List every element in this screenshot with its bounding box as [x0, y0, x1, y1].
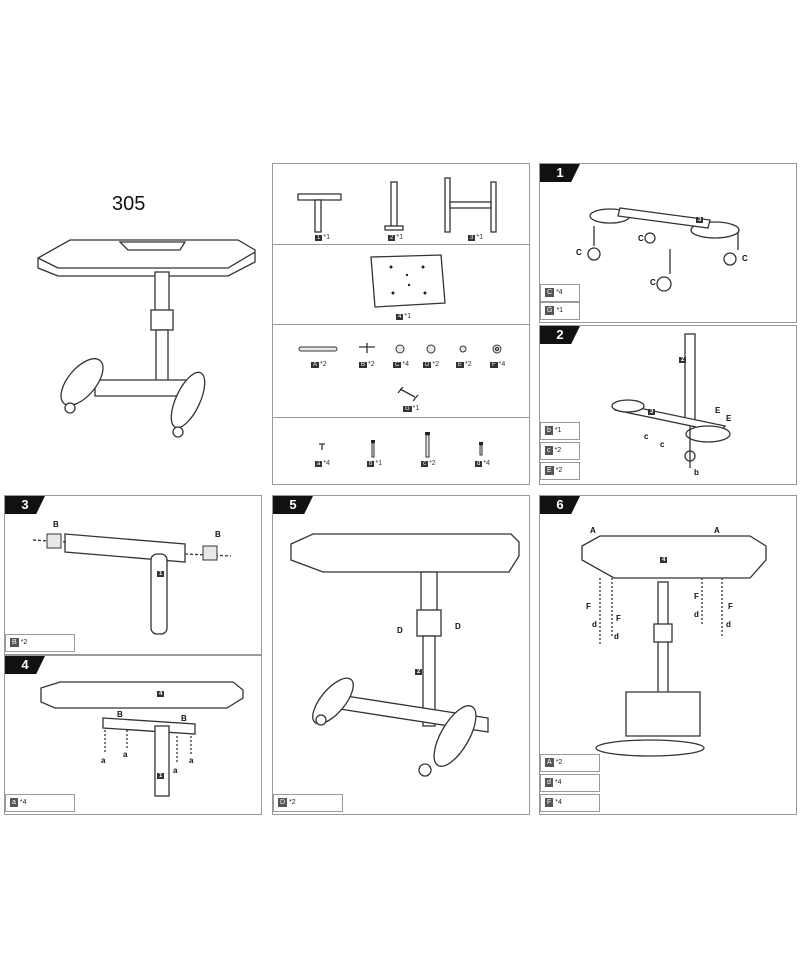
step-2-label-e2: E: [726, 414, 732, 423]
step-6-label-f3: F: [694, 592, 699, 601]
step-6-label-f1: F: [586, 602, 591, 611]
step-1-label-c1: C: [576, 248, 582, 257]
step-1-label-c2: C: [638, 234, 644, 243]
step-1-number: 1: [540, 164, 580, 182]
hardware-G-label: G*1: [403, 405, 420, 412]
step-5-panel: 5 2 D D D*2: [272, 495, 530, 815]
step-4-panel: 4 4 1 B B a a a a a*4: [4, 655, 262, 815]
step-6-label-f4: F: [728, 602, 733, 611]
step-5-part-2: 2: [415, 669, 423, 675]
part-3-label: 3*1: [468, 234, 483, 241]
step-2-number: 2: [540, 326, 580, 344]
step-5-label-d2: D: [455, 622, 461, 631]
hardware-B-label: B*2: [359, 361, 375, 368]
step-3-material-B: B*2: [5, 634, 75, 652]
step-3-part-1: 1: [157, 571, 165, 577]
step-2-label-b: b: [694, 468, 699, 477]
step-6-label-d1: d: [592, 620, 597, 629]
step-6-number: 6: [540, 496, 580, 514]
step-1-part-3: 3: [696, 217, 704, 223]
step-5-material-D: D*2: [273, 794, 343, 812]
step-1-material-G: G*1: [540, 302, 580, 320]
step-4-label-b1: B: [117, 710, 123, 719]
step-4-label-b2: B: [181, 714, 187, 723]
step-6-label-a2: A: [714, 526, 720, 535]
step-2-part-2: 2: [679, 357, 687, 363]
screw-b-label: b*1: [367, 460, 382, 467]
step-2-panel: 2 2 3 E E c c b b*1 c*2 E*2: [539, 325, 797, 485]
hardware-D-label: D*2: [423, 361, 439, 368]
step-6-part-4: 4: [660, 557, 668, 563]
step-6-material-d: d*4: [540, 774, 600, 792]
step-4-label-a4: a: [189, 756, 194, 765]
step-4-part-1: 1: [157, 773, 165, 779]
step-6-label-d4: d: [726, 620, 731, 629]
parts-panel: 1*1 2*1 3*1 4*1 A*2 B*2 C*4 D*2 E*2 F*4 …: [272, 163, 530, 485]
step-2-part-3: 3: [648, 409, 656, 415]
step-1-panel: 1 C C C C 3 C*4 G*1: [539, 163, 797, 323]
step-6-material-F: F*4: [540, 794, 600, 812]
step-3-number: 3: [5, 496, 45, 514]
part-2-label: 2*1: [388, 234, 403, 241]
model-number: 305: [112, 193, 146, 215]
screw-d-label: d*4: [475, 460, 490, 467]
step-2-material-E: E*2: [540, 462, 580, 480]
step-2-material-b: b*1: [540, 422, 580, 440]
hardware-A-label: A*2: [311, 361, 327, 368]
part-4-label: 4*1: [396, 313, 411, 320]
screw-a-label: a*4: [315, 460, 330, 467]
hardware-E-label: E*2: [456, 361, 472, 368]
step-5-label-d1: D: [397, 626, 403, 635]
step-6-panel: 6 A A 4 F F F F d d d d A*2 d*4 F*4: [539, 495, 797, 815]
step-1-label-c3: C: [650, 278, 656, 287]
step-2-material-c: c*2: [540, 442, 580, 460]
step-1-material-C: C*4: [540, 284, 580, 302]
step-4-label-a2: a: [123, 750, 128, 759]
step-6-label-d3: d: [694, 610, 699, 619]
step-5-number: 5: [273, 496, 313, 514]
step-6-label-d2: d: [614, 632, 619, 641]
step-6-material-A: A*2: [540, 754, 600, 772]
step-3-label-b2: B: [215, 530, 221, 539]
part-1-label: 1*1: [315, 234, 330, 241]
step-4-number: 4: [5, 656, 45, 674]
step-1-label-c4: C: [742, 254, 748, 263]
step-2-label-c1: c: [644, 432, 649, 441]
step-4-label-a3: a: [173, 766, 178, 775]
step-6-label-f2: F: [616, 614, 621, 623]
step-3-label-b1: B: [53, 520, 59, 529]
screw-c-label: c*2: [421, 460, 436, 467]
step-4-material-a: a*4: [5, 794, 75, 812]
step-4-part-4: 4: [157, 691, 165, 697]
step-3-panel: 3 B B 1 B*2: [4, 495, 262, 655]
step-6-label-a1: A: [590, 526, 596, 535]
step-2-label-c2: c: [660, 440, 665, 449]
hardware-F-label: F*4: [490, 361, 506, 368]
step-2-label-e1: E: [715, 406, 721, 415]
hardware-C-label: C*4: [393, 361, 409, 368]
step-4-label-a1: a: [101, 756, 106, 765]
